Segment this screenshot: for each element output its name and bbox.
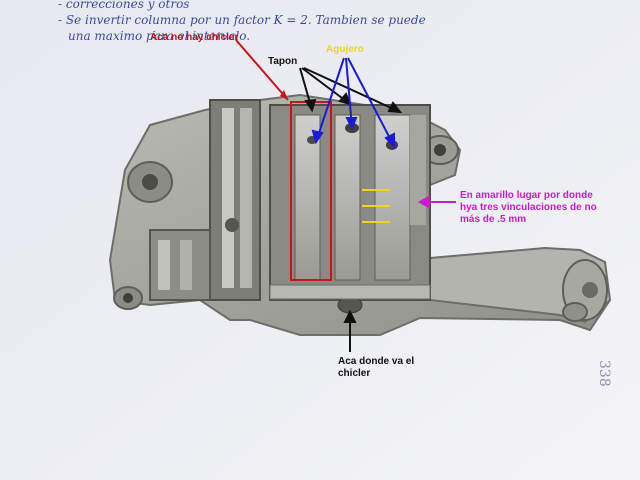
jet-arrow — [343, 309, 357, 352]
annotation-overlays — [235, 39, 456, 352]
annotation-yellow-area: En amarillo lugar por donde hya tres vin… — [460, 190, 597, 225]
svg-text:338: 338 — [596, 360, 612, 387]
annotation-no-chicler: Áca no hay chicler — [150, 32, 239, 43]
magenta-arrow — [417, 195, 456, 209]
handwriting-line-2: - Se invertir columna por un factor K = … — [58, 13, 426, 27]
handwriting-line-1: - correcciones y otros — [58, 0, 189, 11]
annotation-agujero: Agujero — [326, 44, 364, 55]
annotation-jet-location: Aca donde va el chicler — [338, 356, 415, 379]
red-arrow — [235, 39, 289, 101]
margin-marks: 338 — [596, 360, 612, 387]
annotation-tapon: Tapon — [268, 56, 298, 67]
agujero-arrows — [311, 57, 395, 149]
tapon-arrows — [299, 67, 403, 114]
handwritten-notes: - correcciones y otros - Se invertir col… — [58, 0, 426, 43]
handwriting-line-3: una maximo para el intervalo. — [68, 29, 250, 43]
yellow-link-marks — [362, 189, 390, 223]
carburetor-body — [108, 93, 612, 336]
